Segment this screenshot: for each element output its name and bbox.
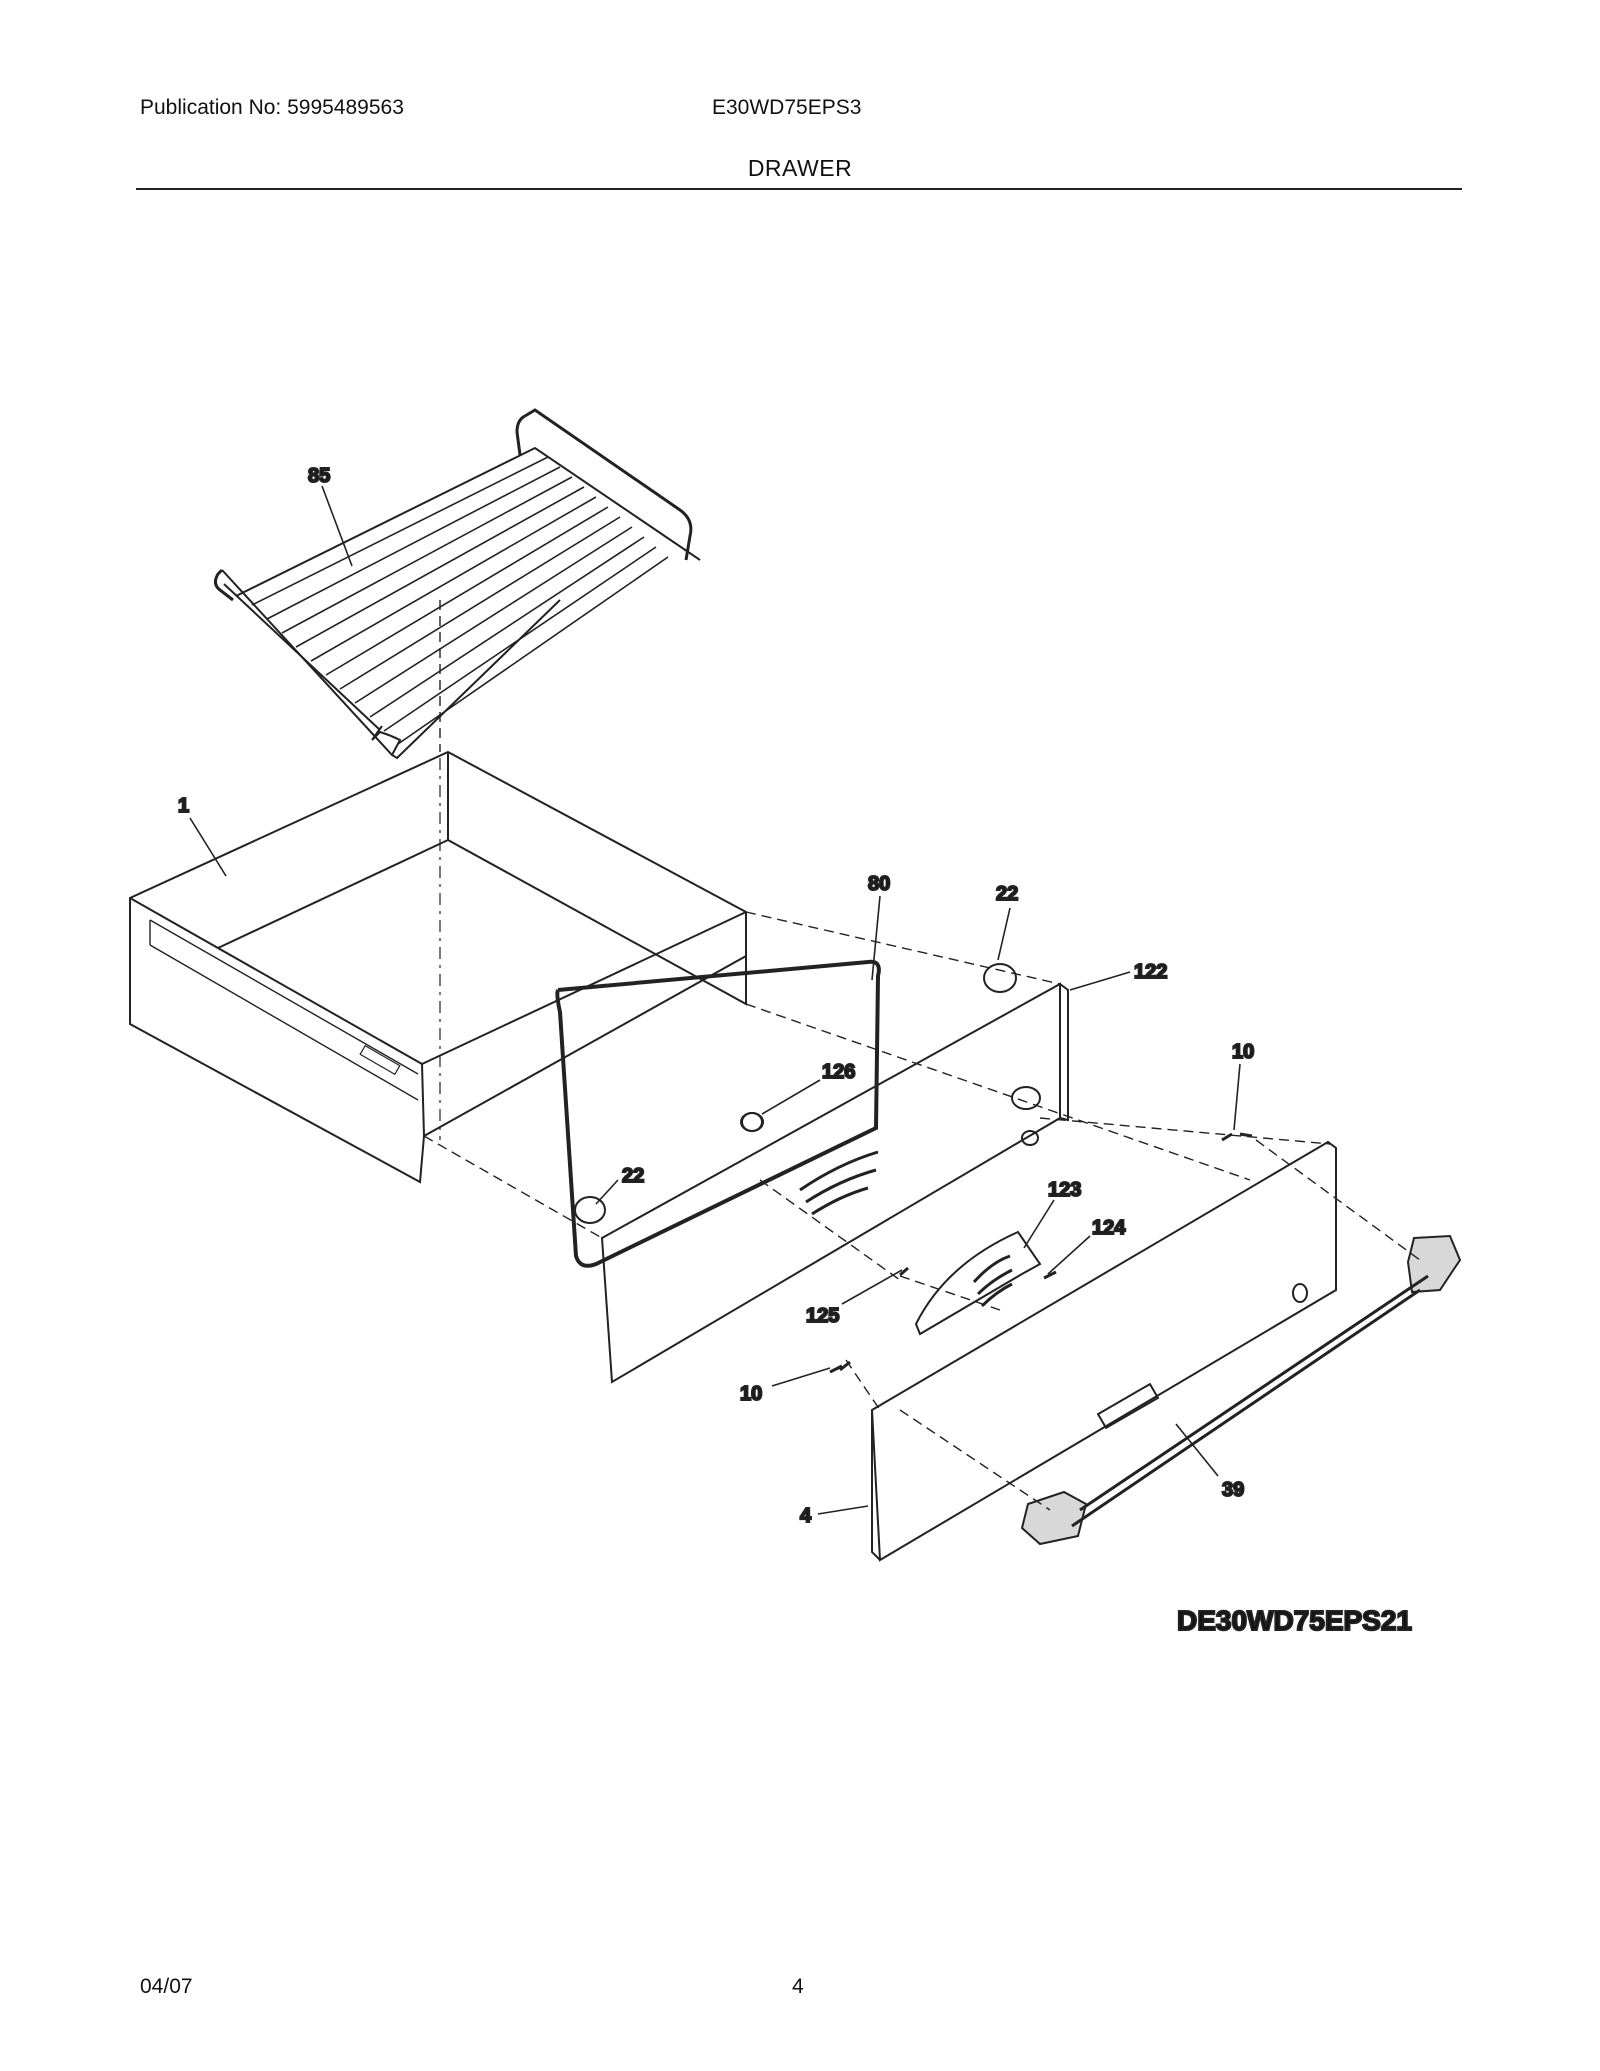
callout-1: 1 [178,795,189,817]
callout-80: 80 [868,873,890,895]
callout-122: 122 [1134,961,1167,983]
section-title: DRAWER [747,155,853,181]
footer-date: 04/07 [140,1975,193,1998]
callout-123: 123 [1048,1179,1081,1201]
screws-and-fasteners [829,1132,1253,1374]
model-number: E30WD75EPS3 [712,96,862,119]
page-number: 4 [792,1975,804,1998]
callout-10-left: 10 [740,1383,762,1405]
callout-126: 126 [822,1061,855,1083]
callout-124: 124 [1092,1217,1126,1239]
logo-badge [914,1230,1042,1336]
callout-22-left: 22 [622,1165,644,1187]
publication-number: Publication No: 5995489563 [140,96,404,119]
front-door-panel [870,1140,1337,1562]
hole-plug-upper [983,963,1017,993]
door-handle [1020,1234,1462,1546]
callout-85: 85 [308,465,330,487]
explode-leader-lines [423,600,1421,1511]
callout-leaders [189,485,1241,1515]
callout-4: 4 [800,1505,812,1527]
drawer-box [129,750,747,1184]
drawing-code: DE30WD75EPS21 [1177,1605,1412,1636]
header-rule [136,188,1462,190]
callout-39: 39 [1222,1479,1244,1501]
callout-10-right: 10 [1232,1041,1254,1063]
wire-rack [213,408,701,760]
callout-22-upper: 22 [996,883,1018,905]
button-cap [741,1112,763,1132]
door-gasket [555,959,881,1268]
callout-125: 125 [806,1305,839,1327]
